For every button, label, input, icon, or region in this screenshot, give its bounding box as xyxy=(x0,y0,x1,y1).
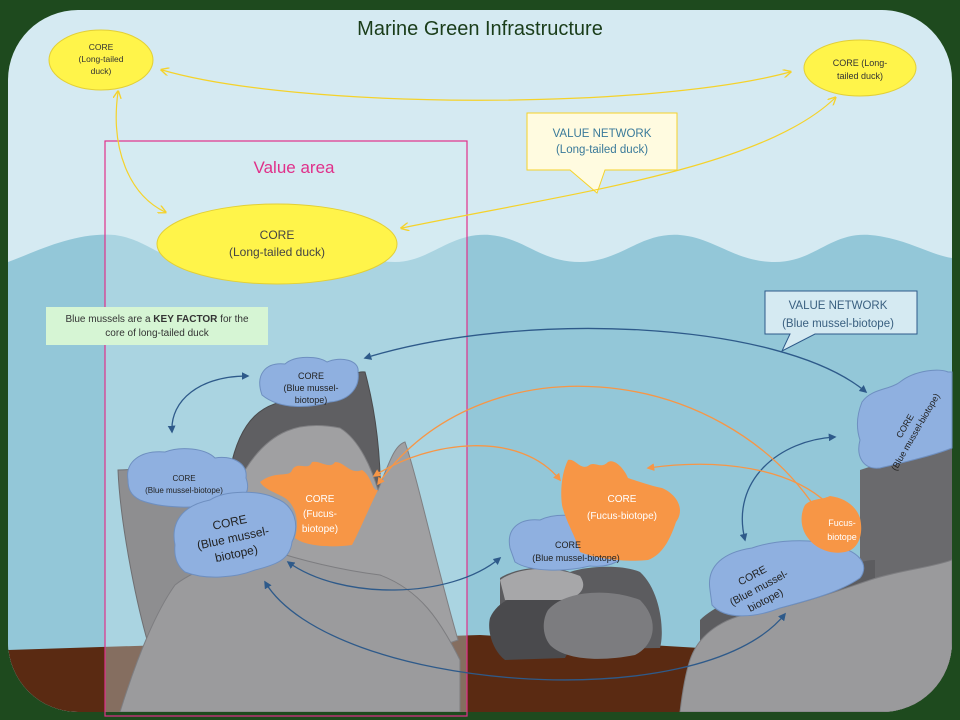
core-blue-mussel-top[interactable] xyxy=(259,356,359,407)
arrow-mussel-network-top xyxy=(363,327,868,393)
key-factor-note-l1: Blue mussels are a KEY FACTOR for the xyxy=(65,314,248,325)
core-fucus-mid-l1: CORE xyxy=(608,494,637,505)
core-fucus-right-l2: biotope xyxy=(827,532,857,542)
core-mussel-left-l1: CORE xyxy=(172,474,195,483)
core-fucus-left-l2: (Fucus- xyxy=(303,509,337,520)
core-mussel-mid-l2: (Blue mussel-biotope) xyxy=(532,553,620,563)
arrow-duck-main-right xyxy=(402,98,835,228)
core-mussel-left-l2: (Blue mussel-biotope) xyxy=(145,486,223,495)
core-duck-small-right-l2: tailed duck) xyxy=(837,71,883,81)
rock-mid-front xyxy=(543,592,653,659)
core-fucus-right-l1: Fucus- xyxy=(828,518,856,528)
arrow-mussel-bigleft-rightlow xyxy=(264,580,786,681)
core-mussel-mid-l1: CORE xyxy=(555,540,581,550)
callout-mussel-network-shape xyxy=(764,290,918,353)
core-fucus-mid-l2: (Fucus-biotope) xyxy=(587,511,657,522)
arrow-duck-left-main xyxy=(116,92,165,212)
core-blue-mussel-left[interactable] xyxy=(127,448,248,508)
callout-mussel-network-l1: VALUE NETWORK xyxy=(789,300,888,312)
core-duck-small-left-l3: duck) xyxy=(91,66,112,76)
core-duck-main-l1: CORE xyxy=(260,228,295,242)
core-duck-small-left-l2: (Long-tailed xyxy=(79,54,124,64)
core-duck-main[interactable] xyxy=(156,203,398,285)
core-fucus-left-l3: biotope) xyxy=(302,524,338,535)
core-mussel-top-l3: biotope) xyxy=(295,395,328,405)
key-factor-note-box xyxy=(46,307,268,345)
core-duck-main-l2: (Long-tailed duck) xyxy=(229,245,325,259)
key-factor-note-l2: core of long-tailed duck xyxy=(105,328,209,339)
core-duck-small-right[interactable] xyxy=(803,39,917,97)
core-fucus-left[interactable] xyxy=(260,461,378,547)
value-area-label: Value area xyxy=(254,158,336,177)
arrow-fucus-left-right xyxy=(377,385,819,514)
callout-mussel-network-l2: (Blue mussel-biotope) xyxy=(782,318,894,330)
core-mussel-top-l1: CORE xyxy=(298,371,324,381)
arrow-fucus-left-mid xyxy=(372,445,561,482)
core-fucus-left-l1: CORE xyxy=(306,494,335,505)
core-blue-mussel-big-left[interactable] xyxy=(173,491,297,578)
core-duck-small-left[interactable] xyxy=(48,29,154,91)
key-factor-note-bold: KEY FACTOR xyxy=(153,314,218,325)
core-blue-mussel-right-wall[interactable] xyxy=(856,369,953,469)
callout-duck-network-l2: (Long-tailed duck) xyxy=(556,144,648,156)
value-area-border xyxy=(104,140,468,717)
callout-duck-network-l1: VALUE NETWORK xyxy=(553,128,652,140)
core-mussel-top-l2: (Blue mussel- xyxy=(283,383,338,393)
core-duck-small-left-l1: CORE xyxy=(89,42,114,52)
diagram-title: Marine Green Infrastructure xyxy=(357,18,603,40)
arrow-mussel-left-top xyxy=(167,372,250,434)
core-duck-small-right-l1: CORE (Long- xyxy=(833,58,888,68)
arrow-fucus-mid-right xyxy=(646,463,830,506)
key-factor-note-pre: Blue mussels are a xyxy=(65,314,153,325)
key-factor-note-post: for the xyxy=(217,314,249,325)
